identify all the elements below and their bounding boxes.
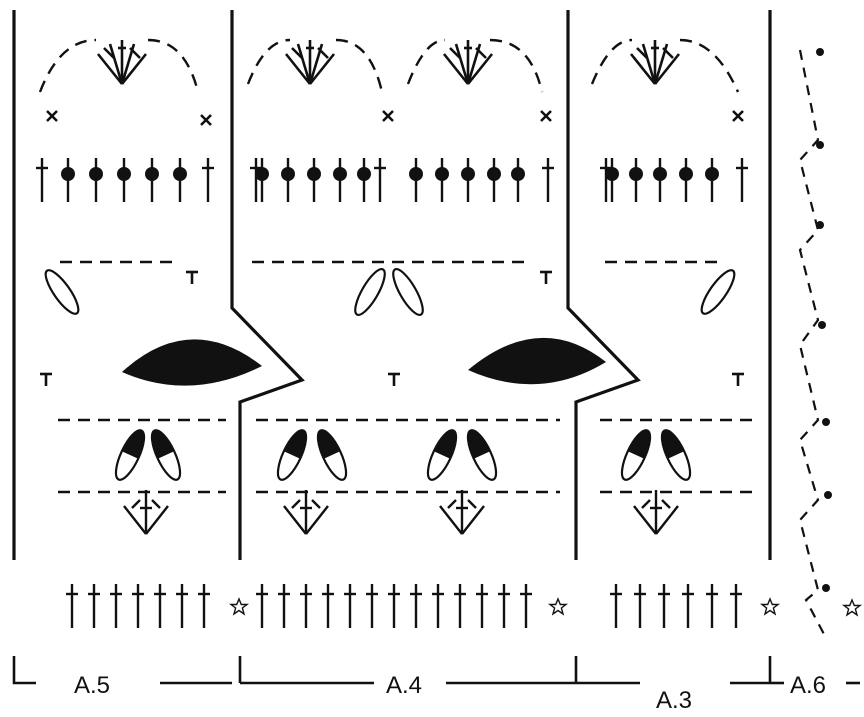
double-crochet	[474, 582, 490, 630]
bobble-dc	[305, 156, 323, 204]
double-crochet	[608, 582, 624, 630]
bobble-dc	[279, 156, 297, 204]
bobble-dc	[171, 156, 189, 204]
single-crochets	[45, 109, 745, 127]
label-a3: A.3	[656, 687, 692, 714]
a6-edge	[798, 48, 861, 639]
label-a6: A.6	[790, 672, 826, 699]
bobble-dc	[677, 156, 695, 204]
bobble-dc	[703, 156, 721, 204]
double-crochet	[276, 582, 292, 630]
double-crochet	[386, 582, 402, 630]
bobble-dc	[407, 156, 425, 204]
double-crochet	[342, 582, 358, 630]
double-crochet	[728, 582, 744, 630]
bobble-dc	[627, 156, 645, 204]
double-crochet	[704, 582, 720, 630]
bobble-dc	[115, 156, 133, 204]
double-crochet	[64, 582, 80, 630]
section-labels: A.5 A.4 A.3 A.6	[74, 672, 826, 714]
section-brackets	[12, 656, 860, 685]
bobble-dc	[355, 156, 373, 204]
label-a5: A.5	[74, 672, 110, 699]
double-crochet	[430, 582, 446, 630]
bobble-dc	[87, 156, 105, 204]
label-a4: A.4	[386, 672, 422, 699]
double-crochet	[364, 582, 380, 630]
double-crochet	[196, 582, 212, 630]
section-borders	[12, 10, 772, 560]
bobble-dc	[143, 156, 161, 204]
double-crochet	[174, 582, 190, 630]
double-crochet	[452, 582, 468, 630]
double-crochet	[200, 156, 216, 204]
bobble-row	[34, 156, 750, 204]
double-crochet	[734, 156, 750, 204]
double-crochet	[254, 582, 270, 630]
double-crochet	[680, 582, 696, 630]
bobble-dc	[485, 156, 503, 204]
bobble-dc	[651, 156, 669, 204]
double-crochet	[540, 156, 556, 204]
double-crochet	[34, 156, 50, 204]
double-crochet	[86, 582, 102, 630]
dc-row	[64, 582, 744, 630]
bobble-dc	[331, 156, 349, 204]
double-crochet	[108, 582, 124, 630]
double-crochet	[632, 582, 648, 630]
double-crochet	[130, 582, 146, 630]
double-crochet	[408, 582, 424, 630]
lower-clusters	[122, 488, 680, 536]
bobble-dc	[59, 156, 77, 204]
filled-leaves	[122, 337, 606, 386]
double-crochet	[298, 582, 314, 630]
bobble-dc	[433, 156, 451, 204]
double-crochet	[656, 582, 672, 630]
double-crochet	[372, 156, 388, 204]
outline-petals	[39, 264, 741, 320]
bobble-dc	[459, 156, 477, 204]
double-crochet	[320, 582, 336, 630]
half-petals	[109, 425, 697, 485]
double-crochet	[496, 582, 512, 630]
bobble-dc	[509, 156, 527, 204]
double-crochet	[518, 582, 534, 630]
top-arches	[38, 38, 740, 93]
double-crochet	[152, 582, 168, 630]
